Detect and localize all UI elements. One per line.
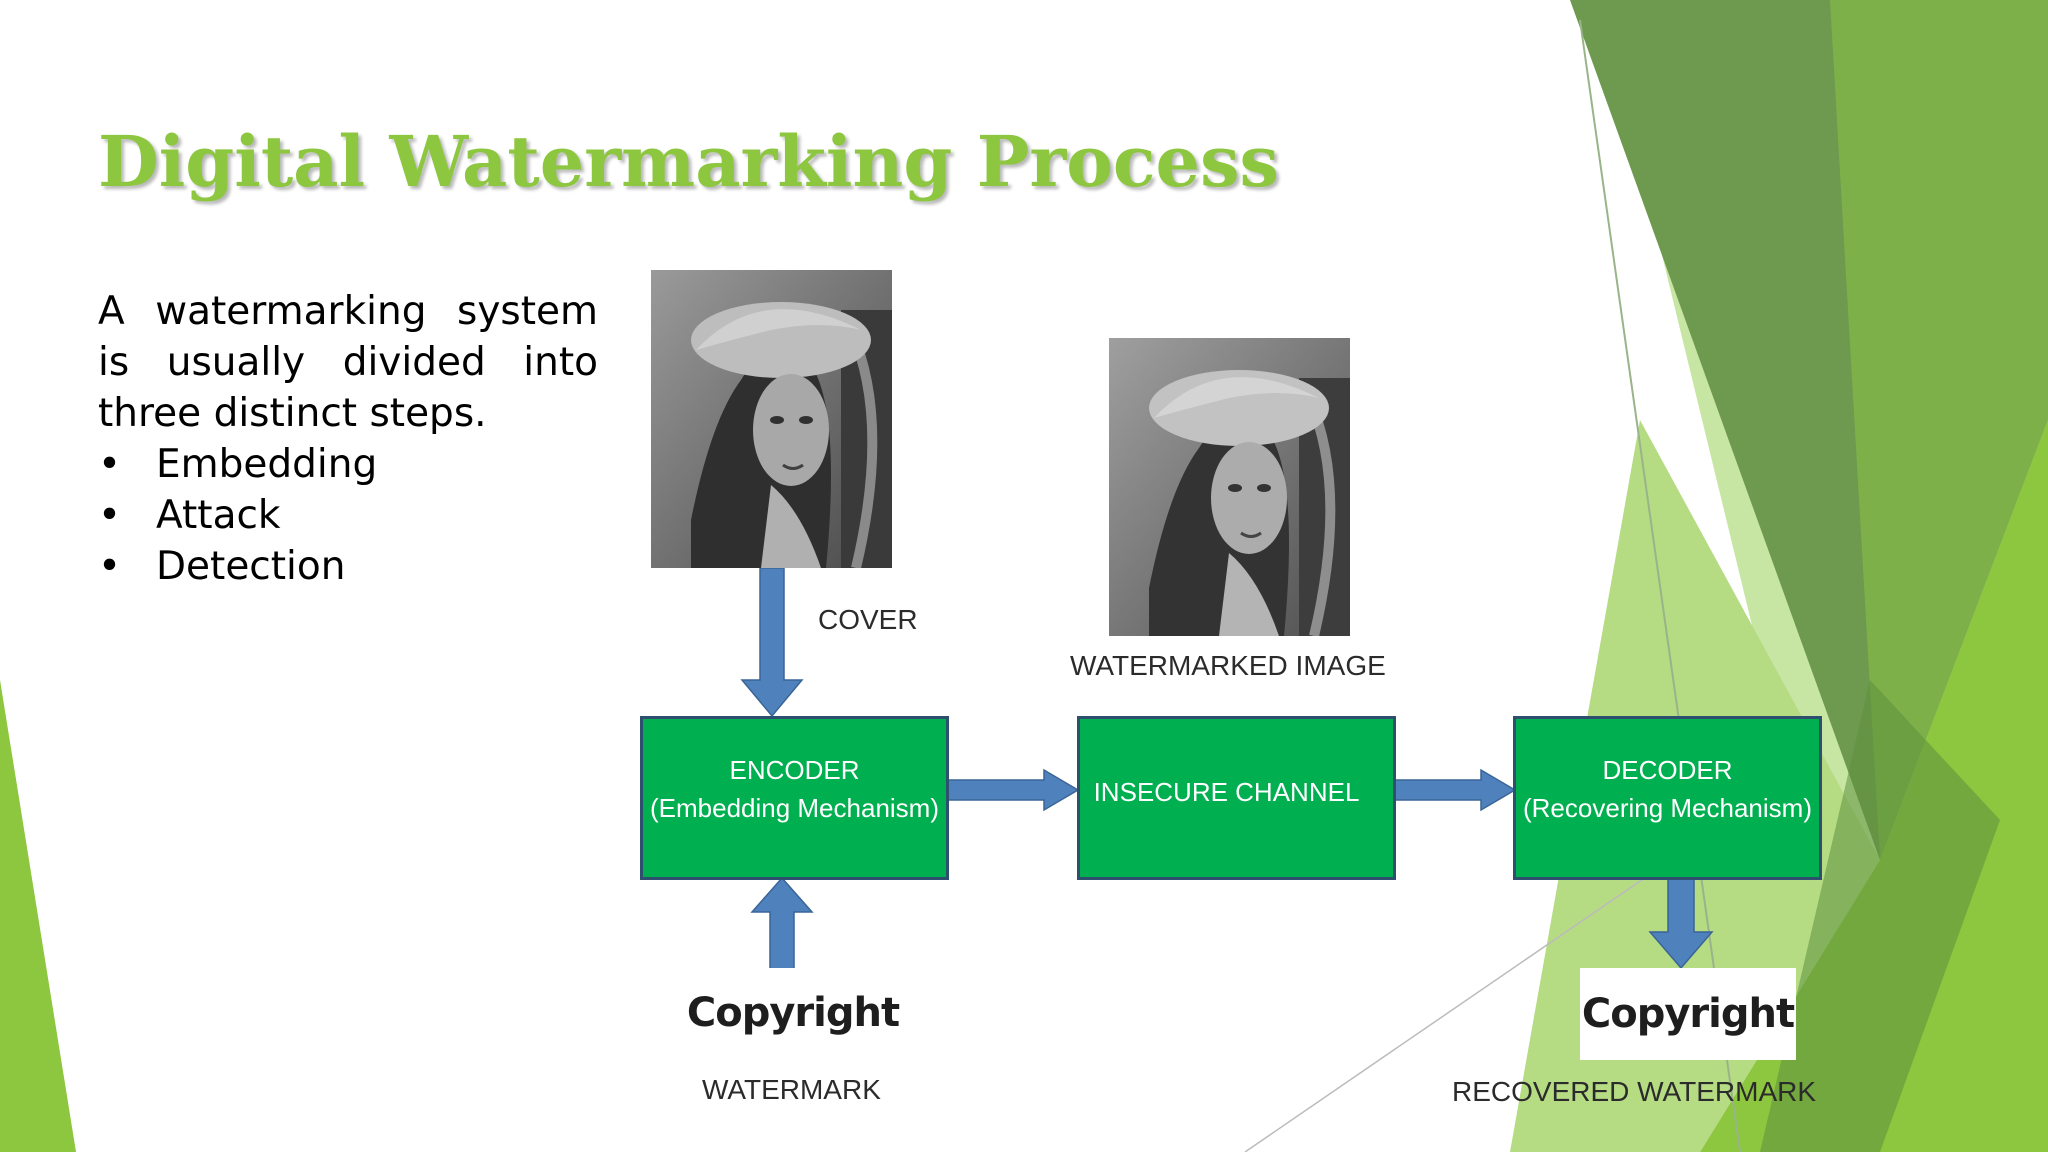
encoder-box: ENCODER (Embedding Mechanism) (640, 716, 949, 880)
encoder-subtitle: (Embedding Mechanism) (649, 793, 939, 823)
insecure-channel-title: INSECURE CHANNEL (1093, 777, 1360, 807)
watermark-to-encoder-arrow-icon (750, 876, 814, 971)
watermark-text: Copyright (686, 990, 900, 1036)
cover-to-encoder-arrow-icon (740, 568, 804, 718)
recovered-watermark-text: Copyright (1581, 991, 1795, 1037)
list-item: • Attack (98, 490, 598, 541)
decoder-to-recovered-arrow-icon (1648, 878, 1714, 970)
watermark-image: Copyright (686, 968, 900, 1058)
slide-title: Digital Watermarking Process (98, 120, 1279, 203)
intro-paragraph: A watermarking system is usually divided… (98, 289, 598, 436)
bottom-thin-line (1244, 839, 1701, 1152)
left-green-shape (0, 680, 76, 1152)
right-mid-green-shape (1760, 680, 2000, 1152)
bullet-icon: • (98, 544, 122, 589)
bullet-icon: • (98, 493, 122, 538)
watermarked-image (1109, 338, 1350, 636)
watermarked-image-label: WATERMARKED IMAGE (1070, 650, 1386, 681)
encoder-to-channel-arrow-icon (948, 768, 1080, 812)
cover-label: COVER (818, 604, 918, 635)
cover-image (651, 270, 892, 568)
encoder-title: ENCODER (729, 755, 860, 785)
portrait-image-icon (1109, 338, 1350, 636)
decoder-box: DECODER (Recovering Mechanism) (1513, 716, 1822, 880)
slide-body: A watermarking system is usually divided… (98, 286, 598, 592)
list-item: • Embedding (98, 439, 598, 490)
decoder-title: DECODER (1602, 755, 1733, 785)
recovered-watermark-image: Copyright (1580, 968, 1796, 1060)
recovered-watermark-label: RECOVERED WATERMARK (1452, 1076, 1817, 1107)
decoder-subtitle: (Recovering Mechanism) (1523, 793, 1812, 823)
list-item: • Detection (98, 541, 598, 592)
right-dark-green-shape (1570, 0, 1890, 860)
right-thin-line (1579, 19, 1741, 1152)
insecure-channel-box: INSECURE CHANNEL (1077, 716, 1396, 880)
watermark-label: WATERMARK (702, 1074, 881, 1105)
list-item-label: Detection (156, 544, 346, 589)
list-item-label: Embedding (156, 442, 378, 487)
portrait-image-icon (651, 270, 892, 568)
right-olive-green-shape (1830, 0, 2048, 860)
right-bright-green-shape (1700, 420, 2048, 1152)
bullet-icon: • (98, 442, 122, 487)
channel-to-decoder-arrow-icon (1395, 768, 1517, 812)
steps-list: • Embedding • Attack • Detection (98, 439, 598, 592)
list-item-label: Attack (156, 493, 281, 538)
